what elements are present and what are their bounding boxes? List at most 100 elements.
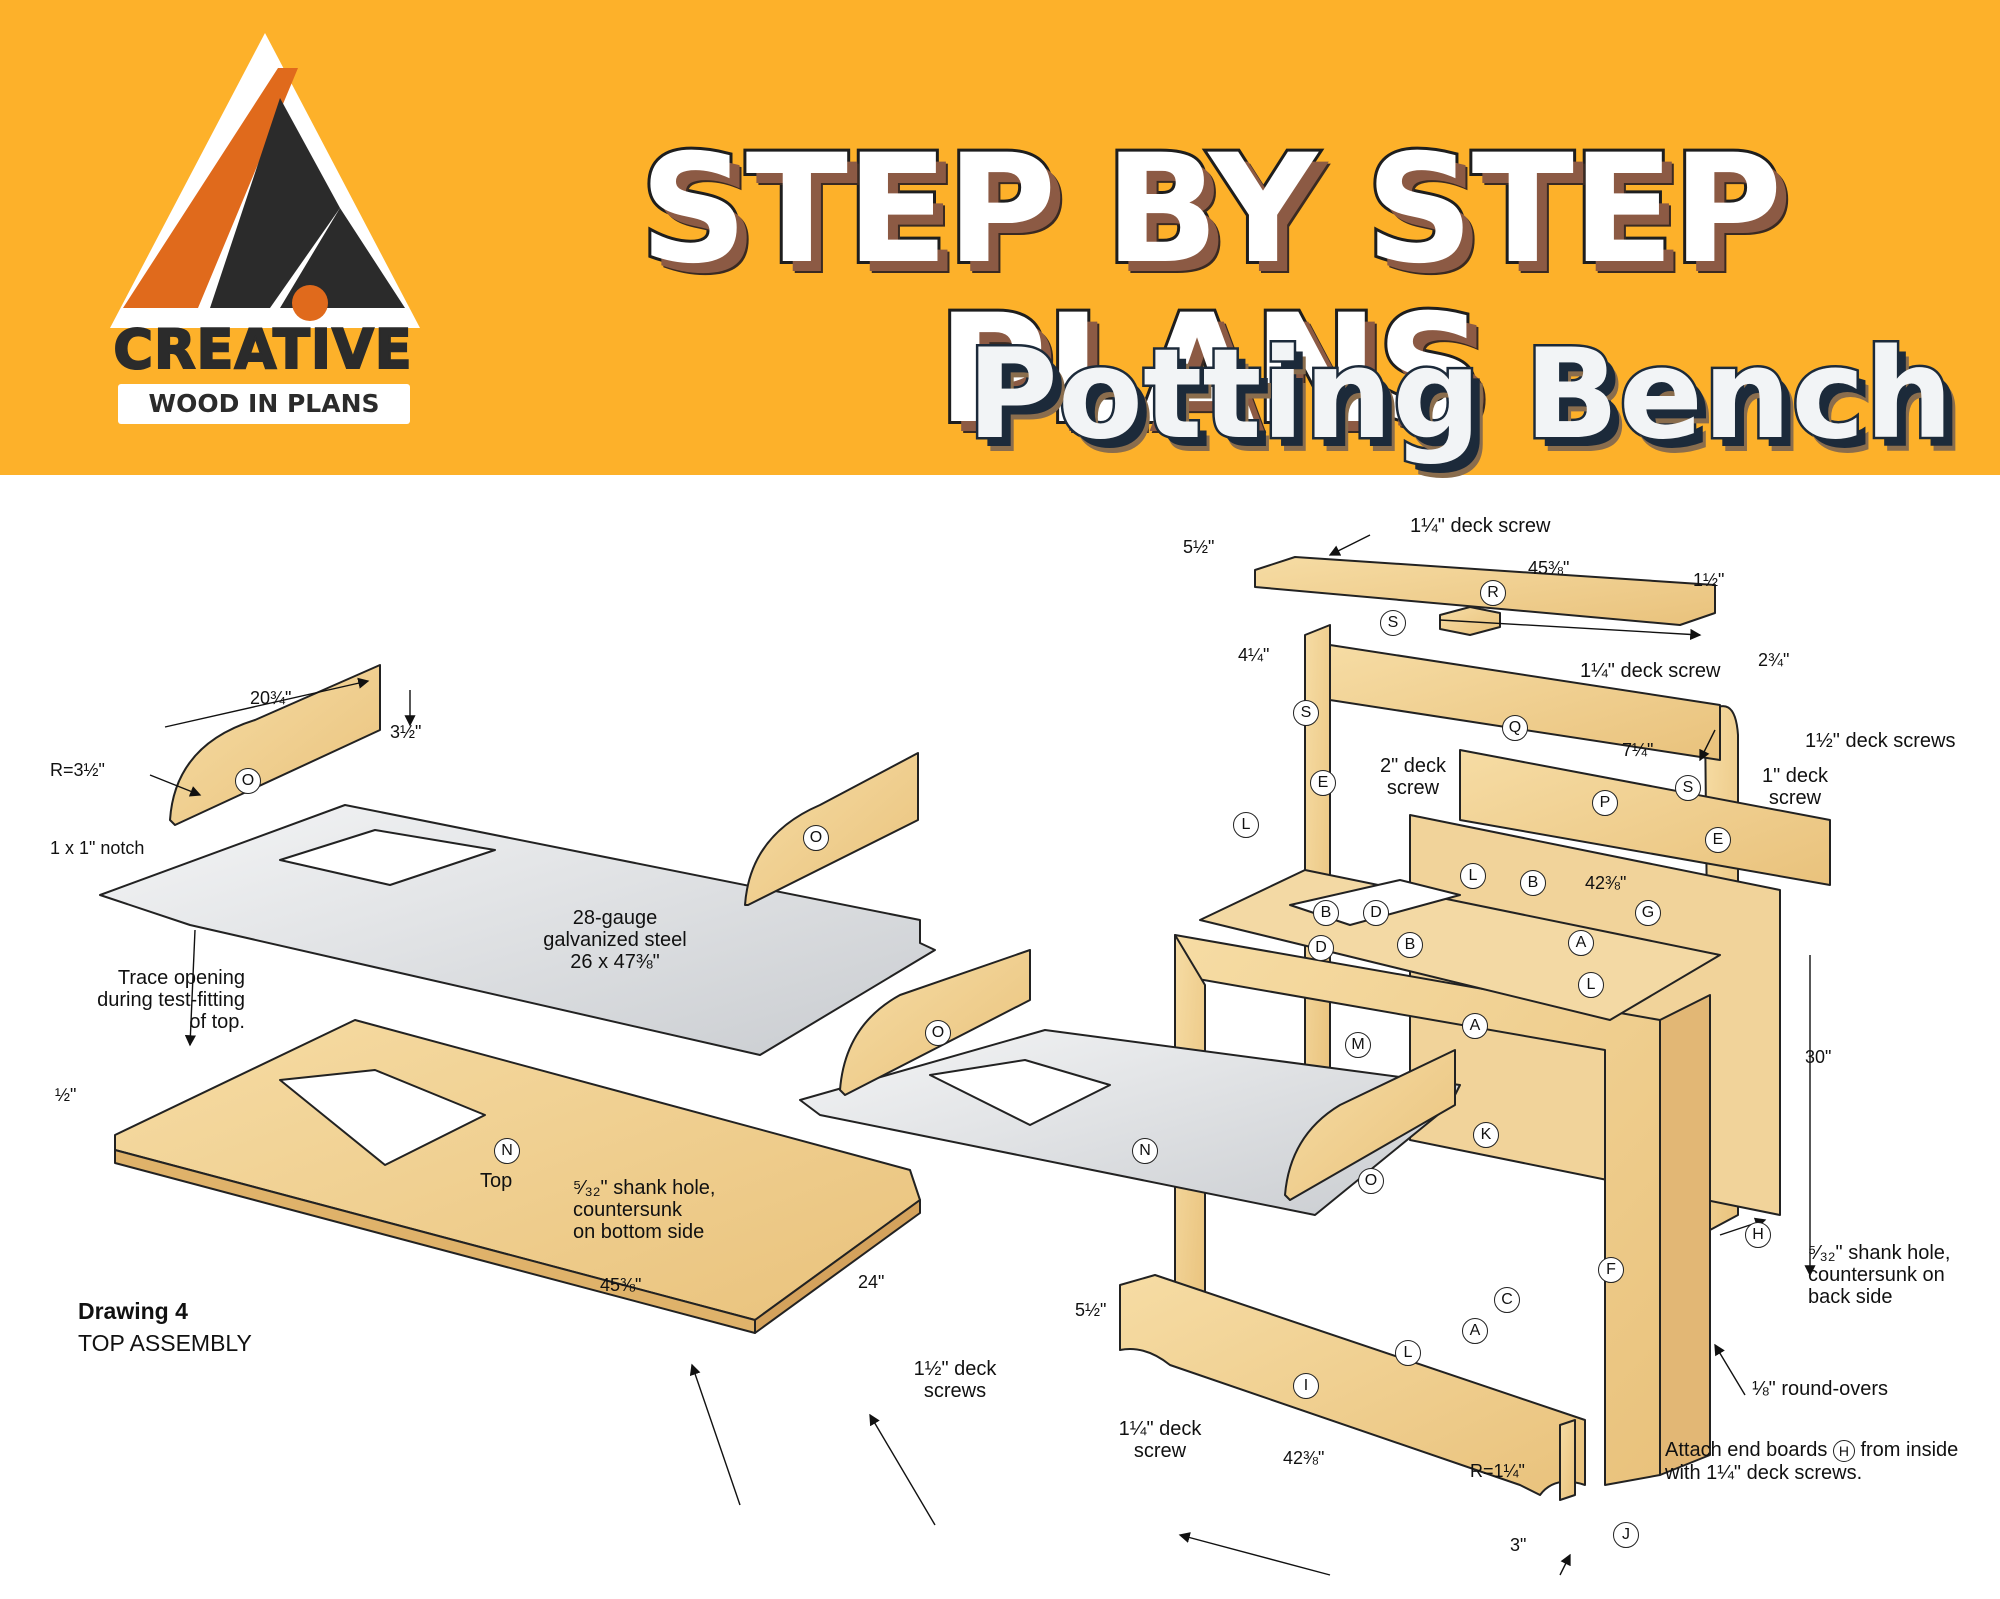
brand-logo-icon xyxy=(110,33,420,328)
plan-illustration xyxy=(99,534,1831,1576)
note-screw-apron: 1¼" deck screw xyxy=(1115,1418,1205,1462)
callout-b-3: B xyxy=(1397,932,1423,958)
note-screw-2in-line2: screw xyxy=(1386,777,1440,799)
note-screw-top: 1¼" deck screw xyxy=(1410,515,1551,537)
note-shank-line2: countersunk xyxy=(573,1199,682,1221)
callout-o-side: O xyxy=(803,825,829,851)
note-shank-line3: on bottom side xyxy=(573,1221,705,1243)
note-trace-line2: during test-fitting xyxy=(97,989,245,1011)
callout-o-top-right: O xyxy=(1358,1168,1384,1194)
note-steel-line1: 28-gauge xyxy=(572,907,658,929)
dim-shelf-length: 45⅜" xyxy=(1528,558,1570,578)
dim-backsplash-height: 3½" xyxy=(390,722,422,742)
callout-l-3: L xyxy=(1578,972,1604,998)
dim-shelf-overhang: 5½" xyxy=(1183,537,1215,557)
note-steel-line2: galvanized steel xyxy=(543,929,687,951)
callout-p: P xyxy=(1592,790,1618,816)
note-screw-2in-line1: 2" deck xyxy=(1379,755,1447,777)
note-roundovers: ⅛" round-overs xyxy=(1752,1378,1889,1400)
label-top: Top xyxy=(480,1170,513,1192)
note-screw-1in-line1: 1" deck xyxy=(1761,765,1829,787)
note-screw-2in: 2" deck screw xyxy=(1368,755,1458,799)
note-attach-text2: from inside xyxy=(1860,1439,1959,1461)
callout-q: Q xyxy=(1502,715,1528,741)
callout-l-1: L xyxy=(1233,812,1259,838)
callout-s-2: S xyxy=(1293,700,1319,726)
callout-b-1: B xyxy=(1520,870,1546,896)
note-trace-line3: of top. xyxy=(189,1011,245,1033)
dim-apron-height: 5½" xyxy=(1075,1300,1107,1320)
note-attach-text: Attach end boards xyxy=(1665,1439,1828,1461)
dim-backsplash-length: 20¾" xyxy=(250,688,292,708)
note-screw-mid: 1¼" deck screw xyxy=(1580,660,1721,682)
note-steel-line3: 26 x 47⅜" xyxy=(570,951,660,973)
dim-bracket: 4¼" xyxy=(1238,645,1270,665)
note-shank-back-line3: back side xyxy=(1808,1286,1893,1308)
dim-radius: R=3½" xyxy=(50,760,105,780)
callout-a-1: A xyxy=(1568,930,1594,956)
callout-l-4: L xyxy=(1395,1340,1421,1366)
callout-c: C xyxy=(1494,1287,1520,1313)
note-screw-1in-line2: screw xyxy=(1768,787,1822,809)
callout-n-steel: N xyxy=(1132,1138,1158,1164)
dim-rail-offset: 7¼" xyxy=(1622,740,1654,760)
callout-e-1: E xyxy=(1310,770,1336,796)
note-deck-screws: 1½" deck screws xyxy=(895,1358,1015,1402)
callout-a-2: A xyxy=(1462,1013,1488,1039)
dim-case-width: 42⅜" xyxy=(1585,873,1627,893)
note-deck-screws-line2: screws xyxy=(923,1380,987,1402)
callout-h: H xyxy=(1745,1222,1771,1248)
note-trace: Trace opening during test-fitting of top… xyxy=(45,967,245,1033)
callout-l-2: L xyxy=(1460,863,1486,889)
callout-m: M xyxy=(1345,1032,1371,1058)
note-screw-apron-line1: 1¼" deck xyxy=(1118,1418,1202,1440)
callout-r: R xyxy=(1480,580,1506,606)
callout-s-1: S xyxy=(1380,610,1406,636)
note-attach-line2: with 1¼" deck screws. xyxy=(1665,1461,1863,1484)
callout-j: J xyxy=(1613,1522,1639,1548)
note-screws-15: 1½" deck screws xyxy=(1805,730,1956,752)
note-trace-line1: Trace opening xyxy=(117,967,245,989)
dim-foot: 3" xyxy=(1510,1535,1527,1555)
callout-a-3: A xyxy=(1462,1318,1488,1344)
callout-d-2: D xyxy=(1308,935,1334,961)
note-screw-1in: 1" deck screw xyxy=(1750,765,1840,809)
note-attach: Attach end boards H from inside with 1¼"… xyxy=(1665,1439,1985,1484)
page-title: STEP BY STEP PLANS xyxy=(637,123,1786,457)
dim-height: 30" xyxy=(1805,1047,1832,1067)
note-deck-screws-line1: 1½" deck xyxy=(913,1358,997,1380)
brand-tagline: WOOD IN PLANS xyxy=(118,384,410,424)
callout-f: F xyxy=(1598,1257,1624,1283)
dim-top-length: 45⅜" xyxy=(600,1275,642,1295)
note-shank-back-line1: ⁵⁄₃₂" shank hole, xyxy=(1808,1242,1951,1264)
dim-apron-length: 42⅜" xyxy=(1283,1448,1325,1468)
dim-shelf-depth: 2¾" xyxy=(1758,650,1790,670)
callout-s-3: S xyxy=(1675,775,1701,801)
page-subtitle: Potting Bench xyxy=(964,323,1955,467)
callout-g: G xyxy=(1635,900,1661,926)
drawing-number: Drawing 4 xyxy=(78,1298,188,1324)
callout-n-top: N xyxy=(494,1138,520,1164)
callout-e-2: E xyxy=(1705,827,1731,853)
note-screw-apron-line2: screw xyxy=(1133,1440,1187,1462)
note-shank-back: ⁵⁄₃₂" shank hole, countersunk on back si… xyxy=(1808,1242,1993,1308)
note-shank-back-line2: countersunk on xyxy=(1808,1264,1945,1286)
callout-k: K xyxy=(1473,1122,1499,1148)
callout-b-2: B xyxy=(1313,900,1339,926)
dim-shelf-end: 1½" xyxy=(1693,570,1725,590)
callout-h-inline: H xyxy=(1832,1439,1855,1462)
note-steel: 28-gauge galvanized steel 26 x 47⅜" xyxy=(500,907,730,973)
callout-d-1: D xyxy=(1363,900,1389,926)
callout-o-top-left: O xyxy=(925,1020,951,1046)
note-shank: ⁵⁄₃₂" shank hole, countersunk on bottom … xyxy=(573,1177,773,1243)
note-shank-line1: ⁵⁄₃₂" shank hole, xyxy=(573,1177,716,1199)
dim-top-width: 24" xyxy=(858,1272,885,1292)
drawing-name: TOP ASSEMBLY xyxy=(78,1330,252,1356)
brand-name: CREATIVE xyxy=(112,317,413,382)
dim-top-thickness: ½" xyxy=(55,1085,77,1105)
dim-apron-radius: R=1¼" xyxy=(1470,1461,1525,1481)
note-attach-line1: Attach end boards H from inside xyxy=(1665,1439,1985,1462)
callout-o-backsplash: O xyxy=(235,768,261,794)
callout-i: I xyxy=(1293,1373,1319,1399)
dim-notch: 1 x 1" notch xyxy=(50,838,145,858)
